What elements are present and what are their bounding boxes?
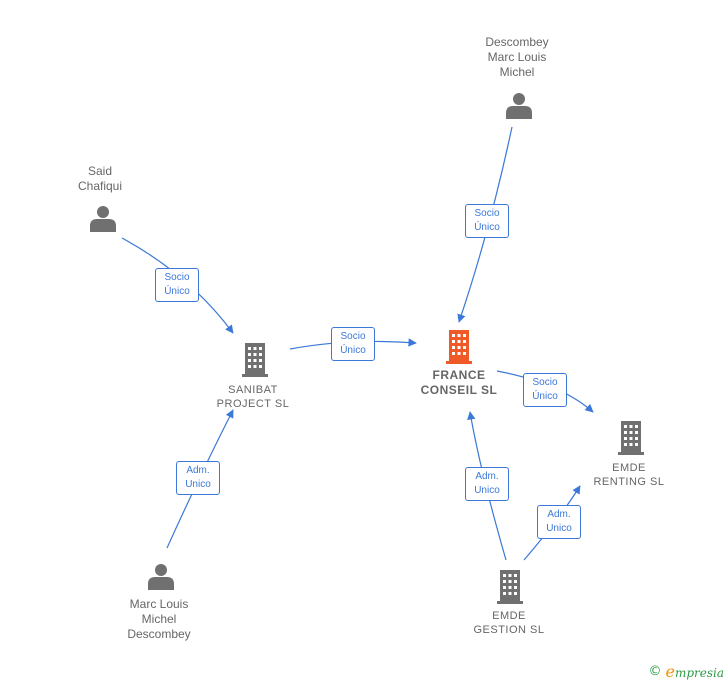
edge-label-france-renting[interactable]: Socio Único <box>523 373 567 407</box>
edge-label-marc-sanibat[interactable]: Adm. Unico <box>176 461 220 495</box>
person-icon[interactable] <box>90 206 116 232</box>
node-label: Descombey Marc Louis Michel <box>485 35 549 79</box>
empresia-logo: © empresia <box>648 662 724 681</box>
node-emde-gestion-sl[interactable]: EMDE GESTION SL <box>458 609 560 637</box>
node-label: EMDE RENTING SL <box>593 462 665 488</box>
edge-label-gestion-renting[interactable]: Adm. Unico <box>537 505 581 539</box>
building-icon[interactable] <box>497 570 523 604</box>
building-icon[interactable] <box>446 330 472 364</box>
node-marc-louis-michel-descombey[interactable]: Marc Louis Michel Descombey <box>104 597 214 642</box>
copyright-symbol: © <box>648 664 662 679</box>
edge-label-gestion-france[interactable]: Adm. Unico <box>465 467 509 501</box>
node-label: FRANCE CONSEIL SL <box>420 368 498 397</box>
node-descombey-marc-louis-michel[interactable]: Descombey Marc Louis Michel <box>462 35 572 80</box>
node-label: EMDE GESTION SL <box>473 610 545 636</box>
person-icon[interactable] <box>506 93 532 119</box>
edge-label-sanibat-france[interactable]: Socio Único <box>331 327 375 361</box>
edge-label-descombey-france[interactable]: Socio Único <box>465 204 509 238</box>
building-icon[interactable] <box>242 343 268 377</box>
node-france-conseil-sl[interactable]: FRANCE CONSEIL SL <box>404 368 514 398</box>
node-said-chafiqui[interactable]: Said Chafiqui <box>60 164 140 194</box>
node-sanibat-project-sl[interactable]: SANIBAT PROJECT SL <box>200 383 306 411</box>
node-label: Said Chafiqui <box>77 164 123 193</box>
person-icon[interactable] <box>148 564 174 590</box>
node-emde-renting-sl[interactable]: EMDE RENTING SL <box>578 461 680 489</box>
edge-label-said-sanibat[interactable]: Socio Único <box>155 268 199 302</box>
building-icon[interactable] <box>618 421 644 455</box>
node-label: Marc Louis Michel Descombey <box>127 597 191 641</box>
node-label: SANIBAT PROJECT SL <box>216 384 290 410</box>
brand-name: mpresia <box>674 666 724 680</box>
brand-initial: e <box>665 662 675 681</box>
